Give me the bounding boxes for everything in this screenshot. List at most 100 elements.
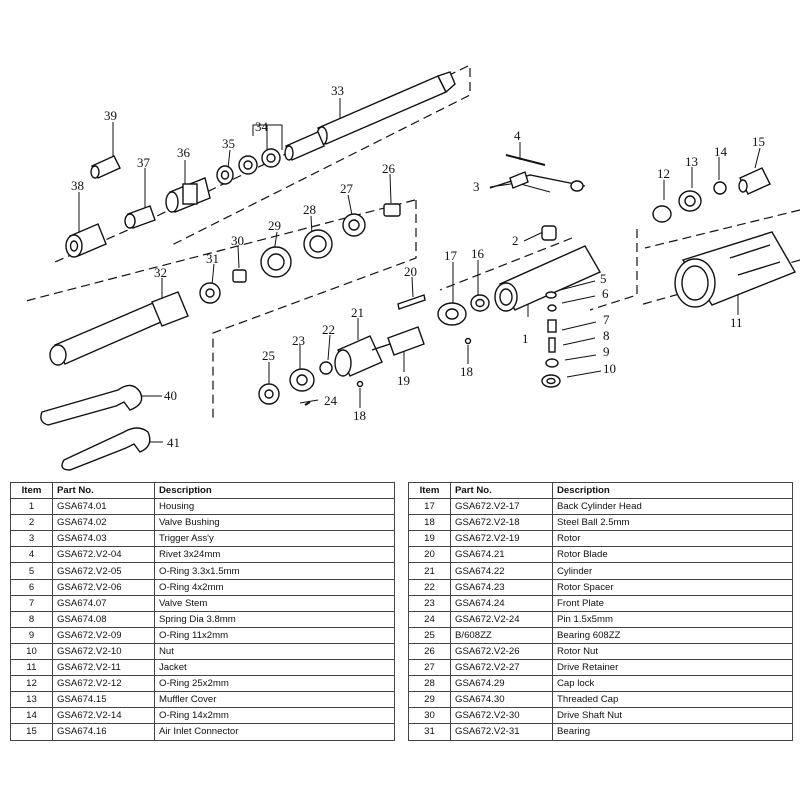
part-spring-8 <box>548 337 556 353</box>
cell-part-no: GSA672.V2-27 <box>450 659 553 677</box>
callout-8: 8 <box>603 328 610 343</box>
cell-description: Bearing <box>552 723 793 741</box>
cell-description: Valve Stem <box>154 594 395 612</box>
cell-item: 31 <box>408 723 451 741</box>
part-36 <box>165 177 211 213</box>
leader-lines <box>78 98 761 443</box>
callout-labels: 1 2 3 4 5 6 7 8 9 10 11 12 13 14 15 16 1… <box>71 83 765 450</box>
cell-description: Rotor Nut <box>552 642 793 661</box>
cell-part-no: GSA672.V2-06 <box>52 578 155 596</box>
part-39 <box>90 155 121 179</box>
cell-item: 29 <box>408 691 451 709</box>
cell-part-no: GSA674.30 <box>450 691 553 709</box>
part-rotor-19 <box>371 326 425 356</box>
col-header-part-no: Part No. <box>450 481 553 500</box>
callout-36: 36 <box>177 145 191 160</box>
callout-31: 31 <box>206 251 219 266</box>
cell-part-no: GSA672.V2-18 <box>450 514 553 532</box>
col-header-description: Description <box>154 481 395 500</box>
cell-part-no: B/608ZZ <box>450 626 553 644</box>
cell-part-no: GSA672.V2-24 <box>450 610 553 628</box>
cell-description: Cap lock <box>552 675 793 693</box>
cell-description: O-Ring 14x2mm <box>154 707 395 725</box>
table-header-row: Item Part No. Description <box>10 481 395 500</box>
callout-5: 5 <box>600 271 607 286</box>
callout-9: 9 <box>603 344 610 359</box>
cell-item: 21 <box>408 562 451 580</box>
callout-41: 41 <box>167 435 180 450</box>
callout-27: 27 <box>340 181 354 196</box>
callout-39: 39 <box>104 108 117 123</box>
cell-description: Housing <box>154 498 395 516</box>
cell-item: 11 <box>10 659 53 677</box>
cell-part-no: GSA674.29 <box>450 675 553 693</box>
col-header-description: Description <box>552 481 793 500</box>
part-oring-5 <box>545 291 557 299</box>
cell-description: Steel Ball 2.5mm <box>552 514 793 532</box>
part-oring-6 <box>547 304 557 312</box>
callout-2: 2 <box>512 233 519 248</box>
callout-34: 34 <box>255 119 269 134</box>
exploded-view-diagram: 1 2 3 4 5 6 7 8 9 10 11 12 13 14 15 16 1… <box>21 65 800 471</box>
cell-description: Drive Shaft Nut <box>552 707 793 725</box>
part-37 <box>124 205 156 229</box>
cell-part-no: GSA672.V2-09 <box>52 626 155 644</box>
cell-description: Front Plate <box>552 594 793 612</box>
cell-description: Bearing 608ZZ <box>552 626 793 644</box>
cell-part-no: GSA674.08 <box>52 610 155 628</box>
callout-19: 19 <box>397 373 410 388</box>
part-jacket-11 <box>674 231 797 308</box>
callout-18a: 18 <box>460 364 473 379</box>
callout-7: 7 <box>603 312 610 327</box>
callout-18b: 18 <box>353 408 366 423</box>
callout-28: 28 <box>303 202 316 217</box>
callout-21: 21 <box>351 305 364 320</box>
cell-item: 18 <box>408 514 451 532</box>
cell-part-no: GSA672.V2-04 <box>52 546 155 564</box>
callout-14: 14 <box>714 144 728 159</box>
cell-item: 20 <box>408 546 451 564</box>
callout-30: 30 <box>231 233 244 248</box>
callout-12: 12 <box>657 166 670 181</box>
cell-part-no: GSA672.V2-14 <box>52 707 155 725</box>
cell-item: 14 <box>10 707 53 725</box>
part-trigger-3 <box>489 171 586 192</box>
cell-description: Spring Dia 3.8mm <box>154 610 395 628</box>
callout-16: 16 <box>471 246 485 261</box>
cell-item: 15 <box>10 723 53 741</box>
part-38 <box>65 223 107 258</box>
cell-part-no: GSA674.03 <box>52 530 155 548</box>
part-rotor-blade-20 <box>397 294 426 310</box>
cell-item: 17 <box>408 498 451 516</box>
cell-part-no: GSA672.V2-12 <box>52 675 155 693</box>
callout-15: 15 <box>752 134 765 149</box>
cell-description: Muffler Cover <box>154 691 395 709</box>
part-rivet-4 <box>505 154 546 166</box>
part-oring-12 <box>652 205 672 223</box>
part-steel-ball-18a <box>356 380 364 388</box>
col-header-item: Item <box>408 481 451 500</box>
cell-description: O-Ring 4x2mm <box>154 578 395 596</box>
cell-item: 24 <box>408 610 451 628</box>
col-header-part-no: Part No. <box>52 481 155 500</box>
cell-description: Rotor Blade <box>552 546 793 564</box>
cell-description: O-Ring 3.3x1.5mm <box>154 562 395 580</box>
cell-item: 7 <box>10 594 53 612</box>
